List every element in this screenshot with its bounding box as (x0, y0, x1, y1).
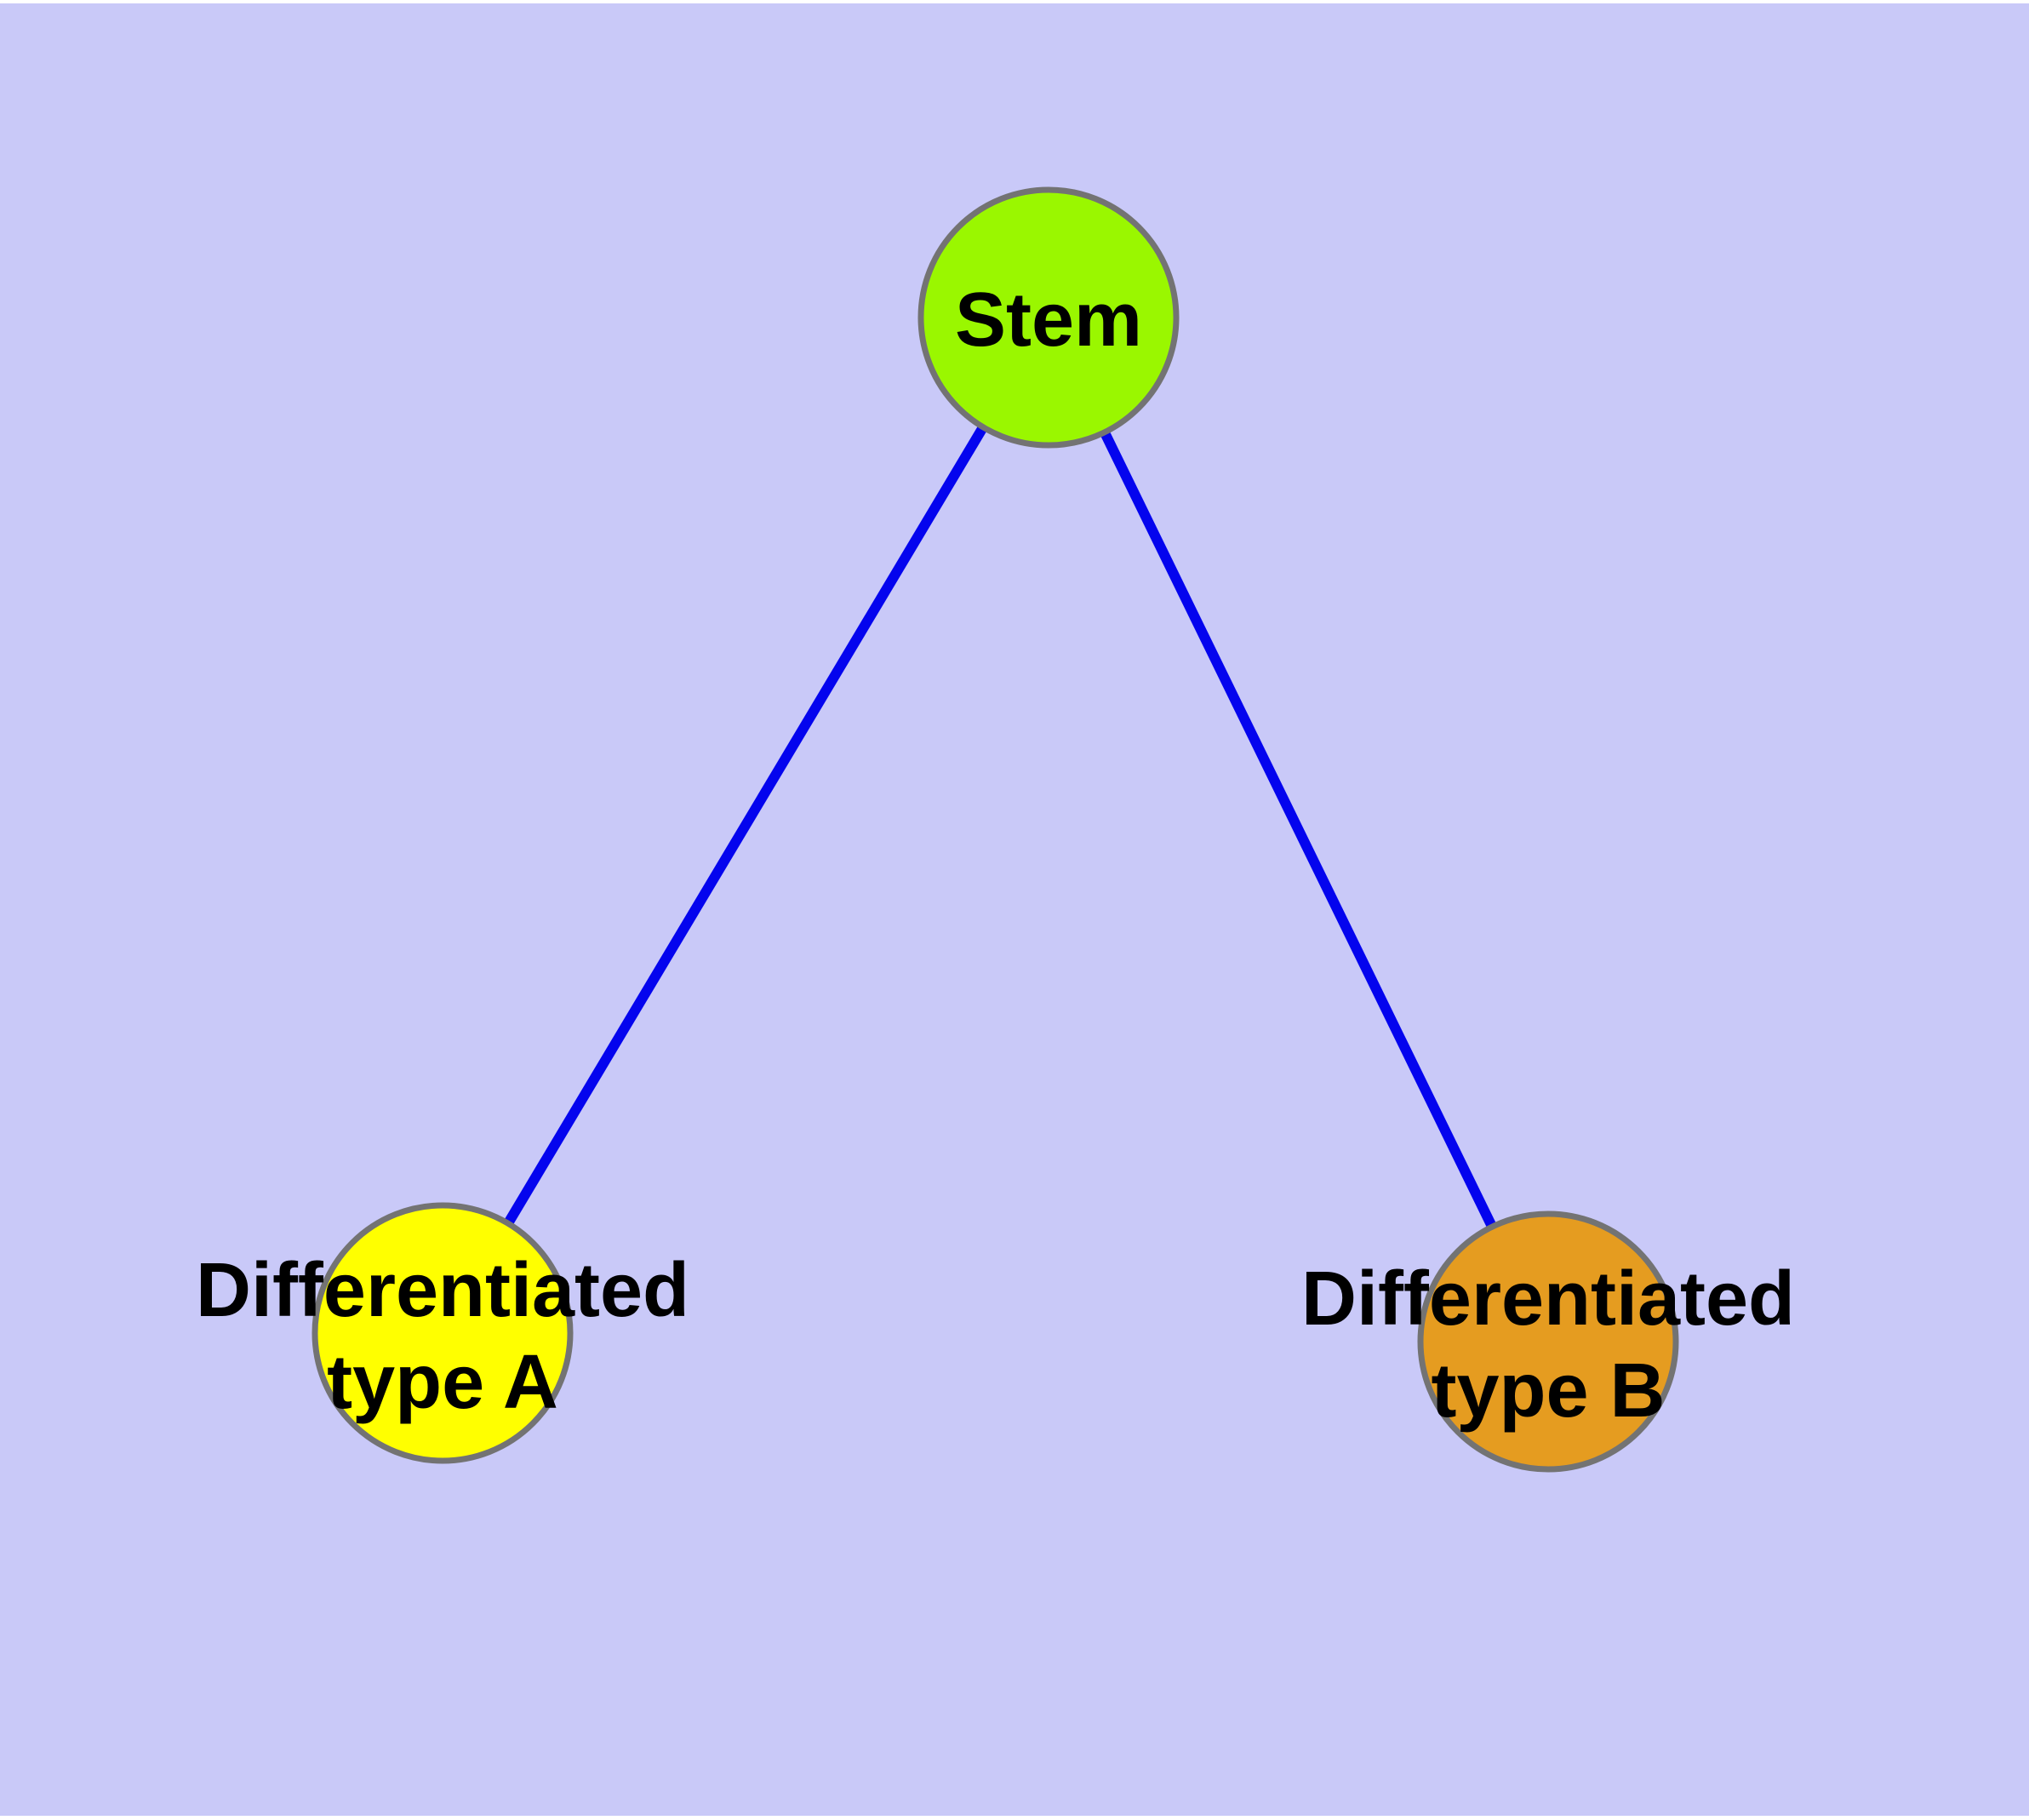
node-type-a-label-line1: Differentiated (196, 1248, 689, 1333)
node-type-b-label-line1: Differentiated (1301, 1256, 1795, 1342)
node-type-a-circle (311, 1202, 574, 1464)
node-type-a-label-line2: type A (327, 1340, 558, 1425)
node-stem-circle (917, 186, 1180, 449)
node-differentiated-type-b: Differentiated type B (1301, 1210, 1795, 1473)
edge-stem-to-type-b (1043, 315, 1553, 1344)
node-stem-label: Stem (955, 278, 1142, 363)
node-differentiated-type-a: Differentiated type A (196, 1202, 689, 1464)
node-stem: Stem (917, 186, 1180, 449)
node-type-b-label-line2: type B (1431, 1348, 1665, 1434)
node-type-b-circle (1417, 1210, 1679, 1473)
edge-stem-to-type-a (437, 314, 1054, 1336)
